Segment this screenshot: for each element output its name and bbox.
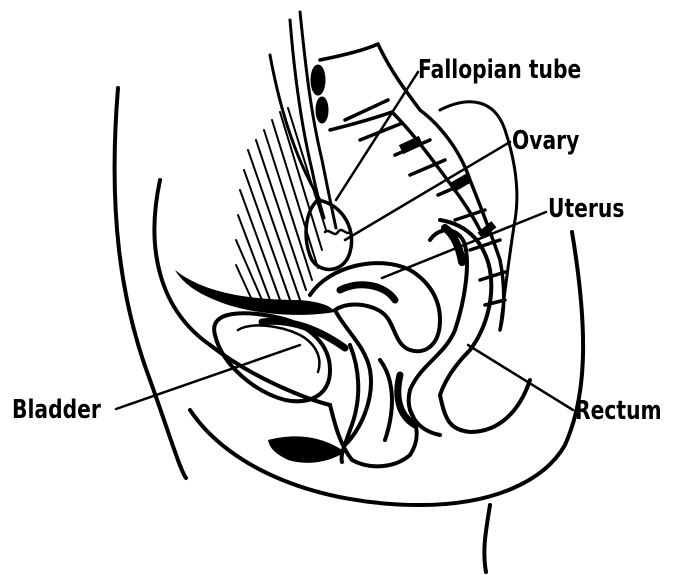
uterus-shape (310, 263, 440, 445)
label-fallopian-tube: Fallopian tube (418, 57, 581, 83)
ovary-shape (306, 200, 352, 269)
label-ovary: Ovary (512, 128, 579, 154)
leader-ovary (345, 142, 510, 240)
label-bladder: Bladder (12, 397, 101, 423)
label-rectum: Rectum (575, 398, 662, 424)
leader-fallopian-tube (336, 72, 418, 200)
label-uterus: Uterus (548, 196, 624, 222)
tube-vessels (270, 12, 336, 228)
leader-uterus (382, 212, 546, 278)
coccyx-curve (440, 102, 517, 330)
perineum-shading (268, 436, 345, 462)
leader-lines (116, 72, 573, 410)
leader-bladder (116, 345, 300, 409)
